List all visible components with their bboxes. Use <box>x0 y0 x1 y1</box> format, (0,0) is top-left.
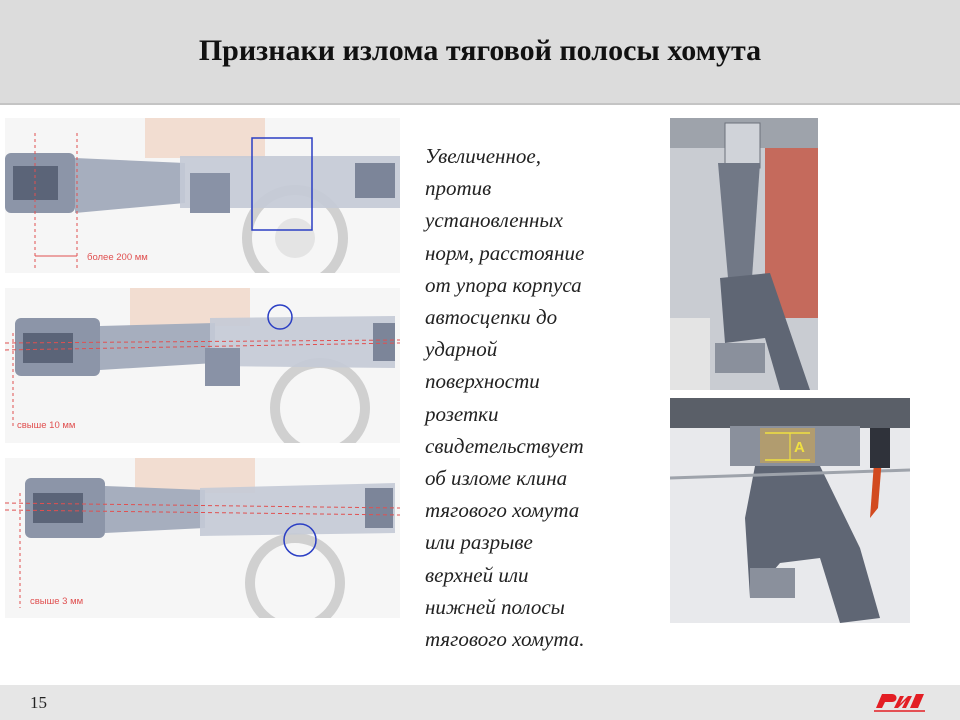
coupler-diagram-top: более 200 мм <box>5 118 400 273</box>
detail-label: А <box>794 439 805 456</box>
dimension-label-middle: свыше 10 мм <box>17 420 75 431</box>
coupler-photo-top <box>670 118 818 390</box>
title-bar <box>0 0 960 105</box>
coupler-photo-bottom: А <box>670 398 910 623</box>
dimension-label-top: более 200 мм <box>87 252 148 263</box>
page-number: 15 <box>30 693 47 712</box>
rzd-logo-icon <box>872 688 927 719</box>
slide-title: Признаки излома тяговой полосы хомута <box>198 34 762 67</box>
coupler-diagram-middle: свыше 10 мм <box>5 288 400 443</box>
description-text: Увеличенное, против установленных норм, … <box>425 144 585 652</box>
footer-bar <box>0 685 960 720</box>
coupler-diagram-bottom: свыше 3 мм <box>5 458 400 618</box>
dimension-label-bottom: свыше 3 мм <box>30 596 83 607</box>
